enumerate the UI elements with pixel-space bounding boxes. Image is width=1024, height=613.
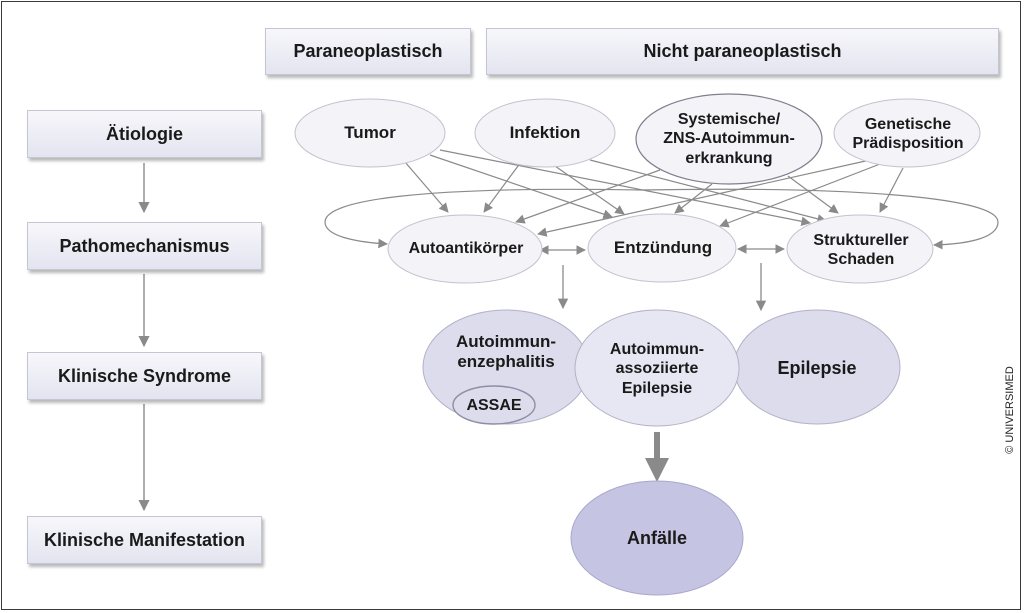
label-inflammation: Entzündung <box>613 237 713 257</box>
ellipse-structural <box>786 214 934 284</box>
ellipse-genetic <box>833 98 981 168</box>
ellipse-associated-epilepsy <box>574 309 740 427</box>
ellipse-tumor <box>294 98 446 168</box>
level-etiology: Ätiologie <box>27 110 262 158</box>
ellipse-seizures <box>570 480 744 596</box>
loop-arrow-right <box>639 188 999 250</box>
label-autoantibodies: Autoantikörper <box>408 240 524 258</box>
label-genetic: Genetische Prädisposition <box>852 115 964 152</box>
label-assae: ASSAE <box>466 397 522 415</box>
label-encephalitis: Autoimmun- enzephalitis <box>455 331 557 371</box>
label-epilepsy: Epilepsie <box>777 358 857 379</box>
ellipse-inflammation <box>587 213 737 283</box>
label-seizures: Anfälle <box>626 528 687 549</box>
header-paraneoplastic: Paraneoplastisch <box>265 28 471 75</box>
header-non-paraneoplastic: Nicht paraneoplastisch <box>486 28 999 75</box>
level-mechanism: Pathomechanismus <box>27 222 262 270</box>
label-infection: Infektion <box>509 122 581 142</box>
ellipse-assae <box>452 385 536 425</box>
ellipse-autoimmune <box>635 93 823 185</box>
label-autoimmune: Systemische/ ZNS-Autoimmun- erkrankung <box>663 111 795 167</box>
level-syndromes: Klinische Syndrome <box>27 352 262 400</box>
copyright-notice: © UNIVERSIMED <box>1004 366 1016 454</box>
label-associated-epilepsy: Autoimmun- assoziierte Epilepsie <box>609 341 705 397</box>
level-manifestation: Klinische Manifestation <box>27 516 262 564</box>
label-tumor: Tumor <box>344 122 396 142</box>
loop-arrow-left <box>324 188 641 249</box>
ellipse-autoantibodies <box>387 214 543 284</box>
label-structural: Struktureller Schaden <box>813 231 909 268</box>
etiology-arrows <box>404 149 904 237</box>
ellipse-infection <box>474 98 616 168</box>
